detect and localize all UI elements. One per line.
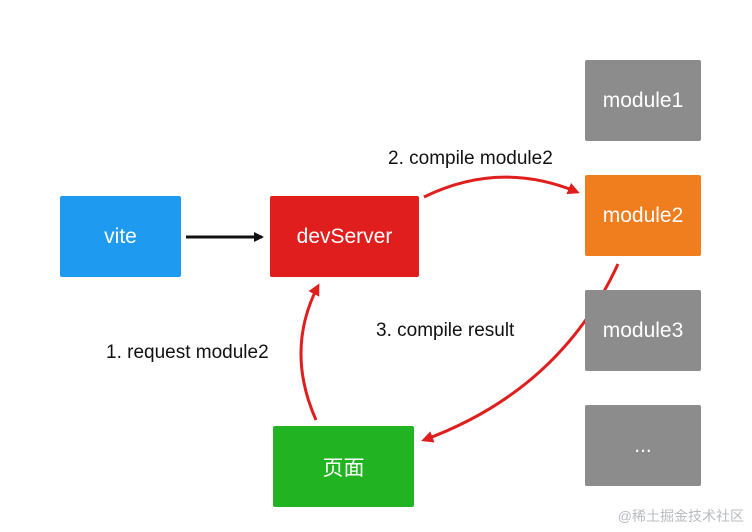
module1-node: module1 — [585, 60, 701, 141]
module2-node: module2 — [585, 175, 701, 256]
module3-node: module3 — [585, 290, 701, 371]
compile-module2-label: 2. compile module2 — [388, 148, 553, 169]
module1-node-label: module1 — [602, 88, 684, 112]
compile-result-label: 3. compile result — [376, 320, 515, 341]
vite-node-label: vite — [104, 224, 137, 248]
module2-node-label: module2 — [602, 203, 684, 227]
request-module2-label: 1. request module2 — [106, 342, 269, 363]
devserver-node: devServer — [270, 196, 419, 277]
watermark: @稀土掘金技术社区 — [617, 508, 744, 524]
module-more-node: ... — [585, 405, 701, 486]
module3-node-label: module3 — [602, 318, 684, 342]
devserver-node-label: devServer — [296, 224, 393, 248]
arrow-compile-module2 — [423, 175, 580, 199]
arrow-request-module2 — [299, 283, 320, 421]
page-node-label: 页面 — [322, 456, 365, 480]
page-node: 页面 — [273, 426, 414, 507]
vite-node: vite — [60, 196, 181, 277]
module-more-node-label: ... — [634, 433, 652, 457]
